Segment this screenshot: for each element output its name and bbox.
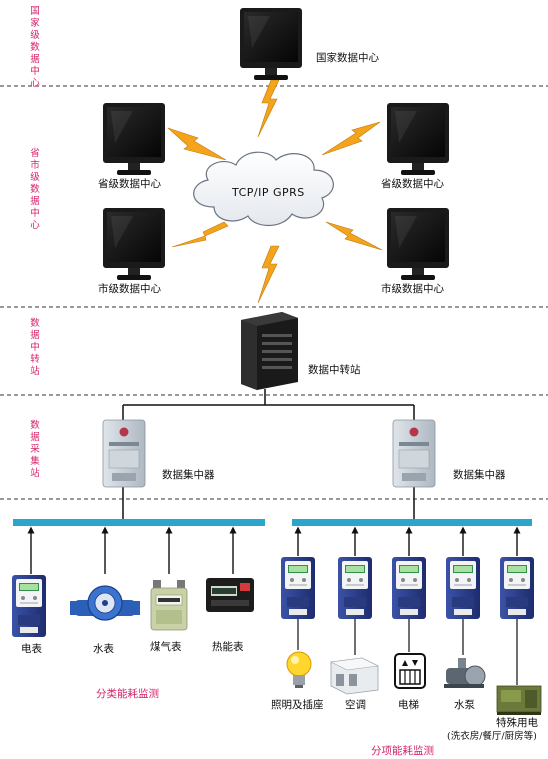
lightning-icon [325, 221, 383, 251]
gas-meter-icon [150, 580, 188, 631]
network-cloud-label: TCP/IP GPRS [232, 186, 305, 199]
monitor-icon [387, 208, 449, 280]
concentrator-left-label: 数据集中器 [162, 469, 215, 481]
lightning-icon [257, 79, 280, 138]
lightning-icon [321, 121, 381, 156]
electric-meter-icon [12, 575, 46, 637]
monitor-icon [103, 208, 165, 280]
itemized-load-label: 水泵 [454, 699, 475, 711]
heat-meter-icon [206, 578, 254, 612]
sub-meter-icon [500, 557, 534, 619]
concentrator-device [102, 419, 146, 488]
provincial-left-label: 省级数据中心 [98, 178, 161, 190]
classified-meter-label: 电表 [21, 643, 42, 655]
tier-label-collection: 数据采集站 [30, 420, 40, 479]
provincial-right-label: 省级数据中心 [381, 178, 444, 190]
relay-station-label: 数据中转站 [308, 364, 361, 376]
lightning-icon [167, 127, 227, 161]
municipal-left-label: 市级数据中心 [98, 283, 161, 295]
relay-connections [122, 389, 415, 519]
meter-arrows [27, 526, 521, 574]
itemized-load-label: 特殊用电 [496, 717, 538, 729]
server-icon [241, 312, 298, 390]
tier-label-national: 国家级数据中心 [30, 6, 40, 89]
generator-icon [496, 685, 542, 715]
lightning-icon [257, 245, 280, 304]
classified-meter-label: 煤气表 [150, 641, 182, 653]
light-bulb-icon [286, 651, 312, 688]
sub-meter-icon [392, 557, 426, 619]
tier-label-relay: 数据中转站 [30, 318, 40, 377]
sub-meter-icon [446, 557, 480, 619]
load-connections [297, 619, 518, 685]
municipal-right-label: 市级数据中心 [381, 283, 444, 295]
lightning-icon [171, 221, 229, 248]
tier-separators [0, 85, 548, 500]
monitor-icon [240, 8, 302, 80]
water-meter-icon [70, 585, 140, 621]
itemized-load-label: 空调 [345, 699, 366, 711]
concentrator-right-label: 数据集中器 [453, 469, 506, 481]
classified-meter-label: 水表 [93, 643, 114, 655]
itemized-load-label: 电梯 [398, 699, 419, 711]
sub-meter-icon [338, 557, 372, 619]
classified-monitoring-caption: 分类能耗监测 [96, 688, 159, 700]
elevator-icon [394, 653, 426, 689]
monitor-icon [387, 103, 449, 175]
water-pump-icon [444, 658, 486, 688]
tier-label-provincial-municipal: 省市级数据中心 [30, 148, 40, 231]
bus-right [292, 519, 532, 526]
concentrator-device [392, 419, 436, 488]
classified-meter-label: 热能表 [212, 641, 244, 653]
itemized-load-label: 照明及插座 [271, 699, 324, 711]
sub-meter-icon [281, 557, 315, 619]
monitor-icon [103, 103, 165, 175]
network-cloud [193, 151, 334, 227]
national-center-label: 国家数据中心 [316, 52, 379, 64]
air-conditioner-icon [329, 657, 380, 695]
wireless-links [167, 79, 383, 304]
itemized-monitoring-caption: 分项能耗监测 [371, 745, 434, 757]
special-load-note: (洗衣房/餐厅/厨房等) [447, 731, 537, 742]
bus-left [13, 519, 265, 526]
